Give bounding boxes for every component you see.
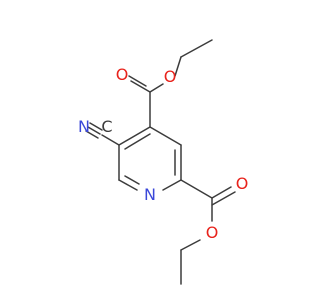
bond-c2-n1: [162, 179, 182, 191]
nitrile-carbon-label: C: [101, 117, 112, 136]
bond-c4-c3: [149, 126, 182, 146]
bond-nitrile-triple-lower: [85, 130, 99, 139]
bond-n1-c6: [118, 179, 138, 191]
bond-c5-c4-inner: [124, 133, 151, 150]
oxygen-ester-top: O: [164, 67, 177, 86]
bond-n1-c6-inner: [124, 175, 140, 185]
oxygen-carbonyl-top: O: [116, 65, 129, 84]
bond-c5-nitrile-carbon: [101, 134, 120, 146]
bond-ester-carbon-ester-o: [149, 83, 164, 93]
bond-ester2-carbon-carbonyl-o-second: [211, 191, 236, 206]
bond-ester2-o-ch2: [180, 239, 201, 251]
bond-nitrile-triple-center: [87, 126, 101, 135]
nitrile-nitrogen-label: N: [78, 117, 90, 136]
atom-labels: O O C N N O O: [78, 65, 248, 242]
bond-nitrile-triple-upper: [89, 122, 103, 131]
bond-c5-c4: [118, 126, 151, 146]
bond-c2-ester-carbon: [180, 179, 213, 199]
bond-ester-carbon-carbonyl-o-second: [128, 75, 147, 87]
oxygen-ester-bottom: O: [206, 223, 219, 242]
bond-lines: [85, 39, 236, 285]
bond-ester-carbon-carbonyl-o: [130, 80, 151, 93]
molecule-structure-diagram: O O C N N O O: [78, 39, 248, 285]
bond-ester-o-ch2: [174, 56, 182, 77]
ring-nitrogen-label: N: [144, 185, 156, 204]
oxygen-carbonyl-bottom: O: [236, 174, 249, 193]
bond-ch2-ch3: [180, 39, 213, 58]
bond-ester2-carbon-carbonyl-o: [211, 186, 232, 199]
